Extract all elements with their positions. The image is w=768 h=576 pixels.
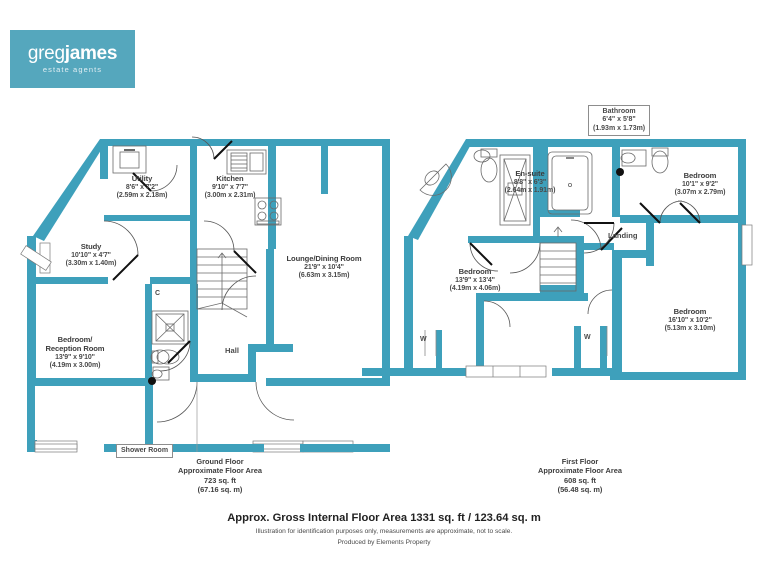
ground-floor-title: Ground Floor — [196, 457, 244, 466]
brand-name-part1: greg — [27, 43, 65, 64]
first-floor-fixtures — [419, 147, 669, 356]
brand-name: gregjames — [27, 43, 118, 64]
room-label-kitchen: Kitchen 9'10" x 7'7" (3.00m x 2.31m) — [204, 174, 256, 200]
room-label-bedroom-top-right: Bedroom 10'1" x 9'2" (3.07m x 2.79m) — [674, 171, 726, 197]
producer-text: Produced by Elements Property — [337, 539, 431, 546]
room-label-lounge-dining: Lounge/Dining Room 21'9" x 10'4" (6.63m … — [286, 254, 362, 280]
room-label-study: Study 10'10" x 4'7" (3.30m x 1.40m) — [65, 242, 117, 268]
ground-floor-caption: Ground Floor Approximate Floor Area 723 … — [120, 457, 320, 494]
shower-room-label: Shower Room — [116, 444, 174, 459]
ground-floor-doors — [103, 136, 295, 452]
gross-area-text: Approx. Gross Internal Floor Area 1331 s… — [227, 512, 541, 524]
bathroom-name: Bathroom — [602, 108, 636, 115]
bathroom-dim-metric: (1.93m x 1.73m) — [593, 124, 646, 132]
ground-floor-area-m: (67.16 sq. m) — [197, 484, 243, 494]
first-floor-windows — [465, 224, 753, 378]
room-label-bedroom-reception: Bedroom/ Reception Room 13'9" x 9'10" (4… — [45, 335, 105, 370]
ground-floor-bottom-wall-extra — [104, 444, 390, 452]
room-label-bedroom-left: Bedroom 13'9" x 13'4" (4.19m x 4.06m) — [449, 267, 501, 293]
first-floor-caption: First Floor Approximate Floor Area 608 s… — [480, 457, 680, 494]
hall-label: Hall — [225, 346, 239, 355]
brand-logo: gregjames estate agents — [10, 30, 135, 88]
room-label-utility: Utility 8'6" x 7'2" (2.59m x 2.18m) — [116, 174, 168, 200]
ground-floor-fixtures — [112, 145, 282, 385]
first-floor-doors — [435, 200, 701, 356]
first-floor-area-m: (56.48 sq. m) — [557, 484, 603, 494]
cupboard-label: C — [155, 290, 161, 297]
room-label-bathroom: Bathroom 6'4" x 5'8" (1.93m x 1.73m) — [588, 105, 651, 137]
first-floor-title: First Floor — [561, 457, 599, 466]
wardrobe-label-left: W — [420, 336, 427, 343]
first-floor-area-ft: 608 sq. ft — [563, 475, 597, 485]
brand-tagline: estate agents — [42, 65, 103, 74]
ground-floor-subtitle: Approximate Floor Area — [178, 466, 262, 476]
bathroom-dim-imperial: 6'4" x 5'8" — [602, 116, 636, 124]
room-label-ensuite: En-suite 8'8" x 6'3" (2.64m x 1.91m) — [504, 169, 556, 195]
ground-floor-area-ft: 723 sq. ft — [203, 475, 237, 485]
first-floor-subtitle: Approximate Floor Area — [538, 466, 622, 476]
disclaimer-text: Illustration for identification purposes… — [255, 528, 513, 535]
brand-name-part2: james — [64, 43, 118, 64]
room-label-bedroom-bottom-right: Bedroom 16'10" x 10'2" (5.13m x 3.10m) — [664, 307, 716, 333]
wardrobe-label-right: W — [584, 334, 591, 341]
landing-label: Landing — [608, 231, 638, 240]
